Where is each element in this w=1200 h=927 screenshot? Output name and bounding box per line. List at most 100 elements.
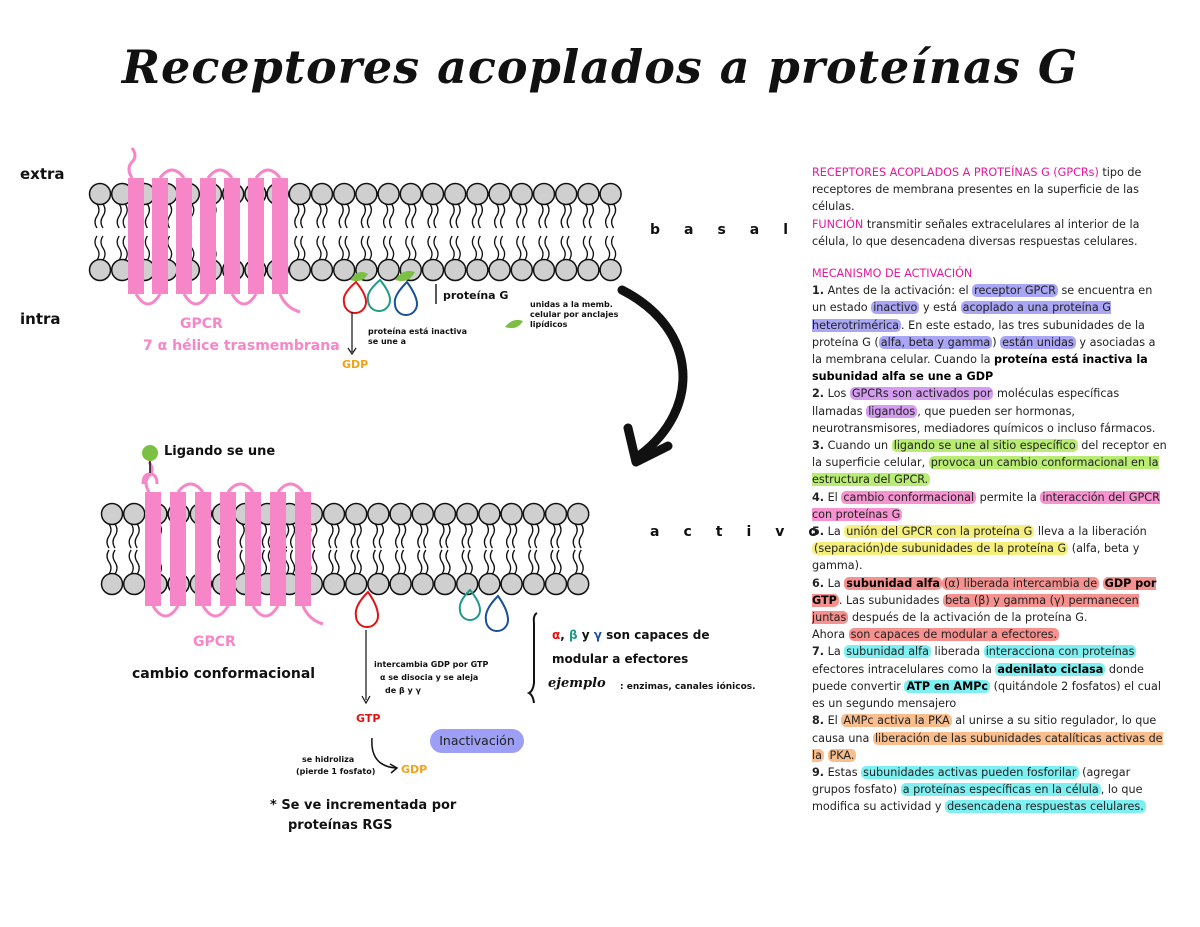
phospholipid-head <box>367 572 390 596</box>
phospholipid-head <box>522 502 546 526</box>
label-ejemplo: ejemplo <box>548 676 606 691</box>
label-helice: 7 α hélice trasmembrana <box>143 338 340 354</box>
beta-symbol: β <box>569 628 578 642</box>
phospholipid-head <box>332 258 356 282</box>
page-title: Receptores acoplados a proteínas G <box>121 40 1079 94</box>
label-ligando: Ligando se une <box>164 444 276 459</box>
phospholipid-head <box>389 572 412 596</box>
phospholipid-head <box>322 502 346 526</box>
phospholipid-head <box>554 258 578 282</box>
g-protein-activo <box>354 588 538 774</box>
phospholipid-head <box>411 502 435 526</box>
label-disocia: α se disocia y se aleja <box>380 673 479 682</box>
phospholipid-head <box>599 258 622 282</box>
phospholipid-head <box>399 182 423 206</box>
phospholipid-head <box>510 258 534 282</box>
notes-step-2: 2. Los GPCRs son activados por moléculas… <box>812 387 1156 435</box>
beta-subunit-drop <box>458 588 482 621</box>
label-anclajes: unidas a la memb. celular por anclajes l… <box>530 300 619 329</box>
lipid-anchor-icon <box>350 272 368 282</box>
phospholipid-head <box>554 182 578 206</box>
phospholipid-head <box>566 572 590 596</box>
phospholipid-head <box>322 572 346 596</box>
phospholipid-head <box>455 572 479 596</box>
label-incrementada-1: * Se ve incrementada por <box>270 798 457 813</box>
phospholipid-head <box>466 258 489 282</box>
phospholipid-head <box>100 572 124 596</box>
phospholipid-head <box>443 182 467 206</box>
phospholipid-head <box>466 182 489 206</box>
label-modular: modular a efectores <box>552 652 689 666</box>
notes-step-7: 7. La subunidad alfa liberada interaccio… <box>812 645 1161 711</box>
label-de-by: de β y γ <box>385 686 421 695</box>
activation-arrow <box>617 285 688 460</box>
phospholipid-head <box>100 502 124 526</box>
gpcr-diagram <box>88 147 688 774</box>
notes-panel: RECEPTORES ACOPLADOS A PROTEÍNAS G (GPCR… <box>812 164 1167 816</box>
notes-definition: RECEPTORES ACOPLADOS A PROTEÍNAS G (GPCR… <box>812 164 1167 216</box>
gamma-subunit-drop <box>393 280 419 316</box>
phospholipid-head <box>344 502 368 526</box>
phospholipid-head <box>478 572 501 596</box>
membrane-activo <box>100 502 590 596</box>
phospholipid-head <box>510 182 534 206</box>
alpha-symbol: α <box>552 628 561 642</box>
notes-funcion-text: transmitir señales extracelulares al int… <box>812 217 1140 248</box>
phospholipid-head <box>288 182 312 206</box>
transmembrane-helix <box>200 178 216 294</box>
lipid-anchor-icon <box>505 319 523 329</box>
phospholipid-head <box>522 572 546 596</box>
lipid-anchor-icon <box>395 271 415 281</box>
phospholipid-head <box>389 502 412 526</box>
label-activo: activo <box>650 524 842 540</box>
notes-step-1: 1. Antes de la activación: el receptor G… <box>812 284 1156 384</box>
notes-step-9: 9. Estas subunidades activas pueden fosf… <box>812 765 1146 814</box>
label-basal: basal <box>650 222 813 238</box>
alpha-subunit-drop <box>354 590 380 628</box>
gamma-subunit-drop <box>484 594 510 632</box>
notes-step-4: 4. El cambio conformacional permite la i… <box>812 490 1160 521</box>
phospholipid-head <box>433 502 457 526</box>
notes-step-3: 3. Cuando un ligando se une al sitio esp… <box>812 439 1167 487</box>
label-extra: extra <box>20 165 65 183</box>
label-pierde: (pierde 1 fosfato) <box>296 767 376 776</box>
phospholipid-head <box>344 572 368 596</box>
label-incrementada-2: proteínas RGS <box>288 818 393 833</box>
transmembrane-helix <box>176 178 192 294</box>
label-capaces: α, β y γ son capaces de <box>552 628 710 642</box>
phospholipid-head <box>288 258 312 282</box>
membrane-basal <box>88 182 622 282</box>
g-protein-basal <box>342 271 523 356</box>
gpcr-receptor-basal <box>127 147 301 314</box>
transmembrane-helix <box>224 178 240 294</box>
label-cambio: cambio conformacional <box>132 666 316 682</box>
transmembrane-helix <box>245 492 261 606</box>
phospholipid-head <box>421 258 445 282</box>
phospholipid-head <box>355 182 378 206</box>
transmembrane-helix <box>152 178 168 294</box>
phospholipid-head <box>332 182 356 206</box>
phospholipid-head <box>488 182 511 206</box>
transmembrane-helix <box>170 492 186 606</box>
label-hidroliza: se hidroliza <box>302 755 355 764</box>
beta-subunit-drop <box>366 278 392 312</box>
notes-mecanismo-heading: MECANISMO DE ACTIVACIÓN <box>812 267 973 281</box>
phospholipid-head <box>421 182 445 206</box>
label-gpcr-basal: GPCR <box>180 316 223 332</box>
phospholipid-head <box>455 502 479 526</box>
label-gdp-activo: GDP <box>401 763 428 776</box>
notes-step-5: 5. La unión del GPCR con la proteína G l… <box>812 525 1147 573</box>
phospholipid-head <box>566 502 590 526</box>
phospholipid-head <box>544 572 568 596</box>
phospholipid-head <box>310 258 334 282</box>
transmembrane-helix <box>272 178 288 294</box>
label-gpcr-activo: GPCR <box>193 634 236 650</box>
phospholipid-head <box>433 572 457 596</box>
phospholipid-head <box>122 502 146 526</box>
phospholipid-head <box>500 572 523 596</box>
phospholipid-head <box>88 182 112 206</box>
phospholipid-head <box>88 258 112 282</box>
transmembrane-helix <box>145 492 161 606</box>
phospholipid-head <box>443 258 467 282</box>
notes-step-8: 8. El AMPc activa la PKA al unirse a su … <box>812 714 1163 762</box>
